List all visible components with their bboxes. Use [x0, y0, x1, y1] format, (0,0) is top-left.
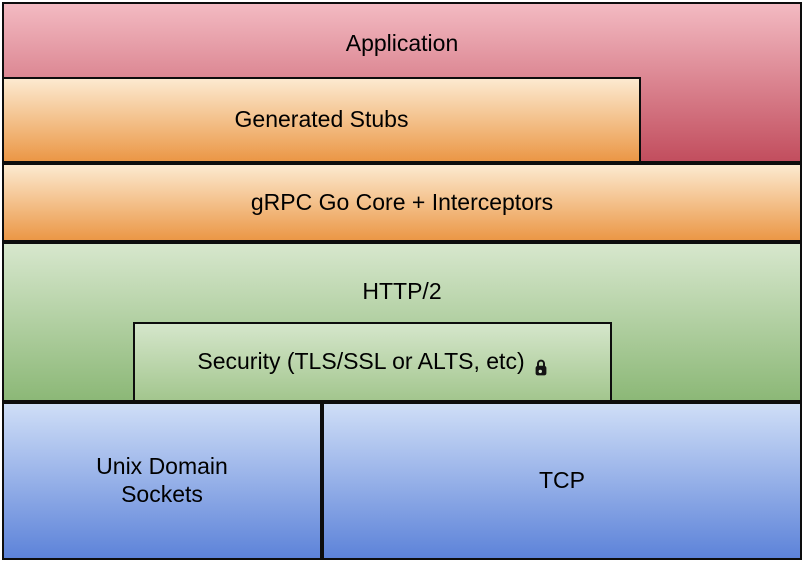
layer-tcp: TCP: [322, 402, 802, 560]
layer-security: Security (TLS/SSL or ALTS, etc): [133, 322, 612, 402]
layer-grpc-core: gRPC Go Core + Interceptors: [2, 163, 802, 242]
layer-generated-stubs-label: Generated Stubs: [234, 106, 409, 133]
layer-grpc-core-label: gRPC Go Core + Interceptors: [250, 188, 554, 215]
lock-icon: [534, 355, 548, 375]
layer-unix-domain-sockets: Unix Domain Sockets: [2, 402, 322, 560]
layer-unix-domain-sockets-label: Unix Domain Sockets: [96, 453, 228, 507]
layer-http2-label: HTTP/2: [362, 278, 442, 304]
layer-tcp-label: TCP: [539, 467, 585, 494]
layer-security-label: Security (TLS/SSL or ALTS, etc): [197, 348, 525, 375]
layer-application-label: Application: [345, 30, 459, 56]
layer-generated-stubs: Generated Stubs: [2, 77, 641, 163]
